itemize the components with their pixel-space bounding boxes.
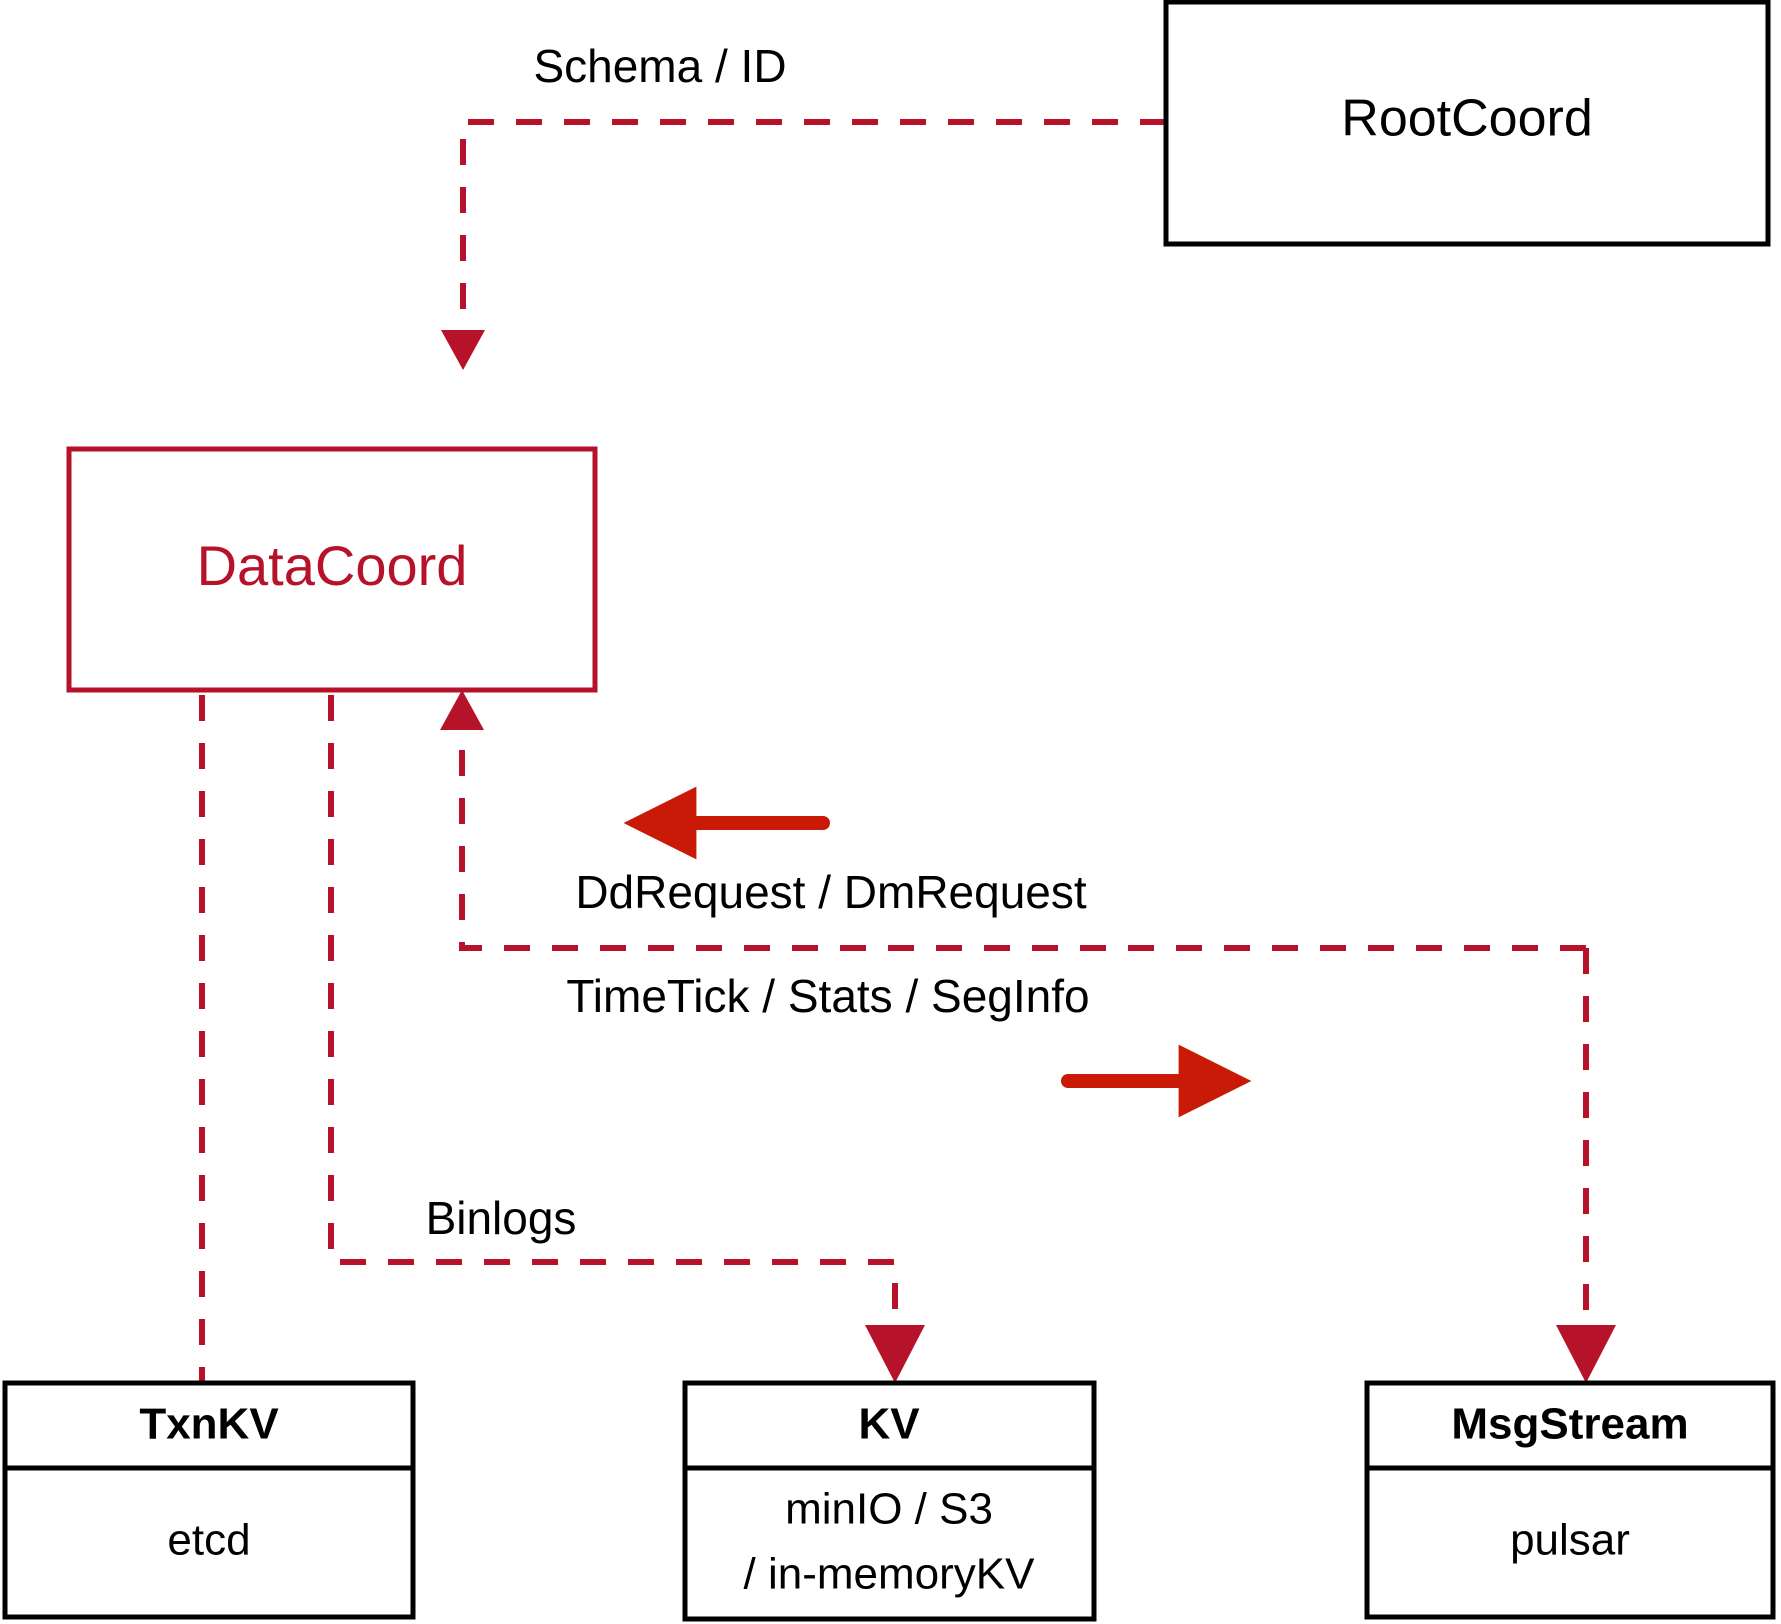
txnkv-body-line-1: etcd: [167, 1516, 250, 1565]
msgstream-datacoord-arrowhead-icon: [440, 690, 484, 730]
datacoord-kv-dashed-path: [328, 695, 898, 1355]
rootcoord-box[interactable]: [1163, 0, 1771, 247]
msgstream-body-line-1: pulsar: [1510, 1516, 1630, 1565]
node-txnkv[interactable]: TxnKV etcd: [2, 1380, 416, 1620]
edge-label-timetick-stats-seginfo: TimeTick / Stats / SegInfo: [566, 970, 1089, 1022]
msgstream-title: MsgStream: [1451, 1400, 1688, 1449]
edge-label-ddrequest-dmrequest: DdRequest / DmRequest: [575, 866, 1087, 918]
msgstream-box[interactable]: [1364, 1380, 1776, 1620]
node-datacoord[interactable]: DataCoord: [66, 446, 598, 693]
kv-title: KV: [858, 1400, 920, 1449]
kv-body-line-1: minIO / S3: [785, 1485, 993, 1534]
node-rootcoord[interactable]: RootCoord: [1163, 0, 1771, 247]
kv-body-line-2: / in-memoryKV: [744, 1550, 1036, 1599]
schema-id-dashed-path: [460, 119, 1166, 360]
schema-id-arrowhead-icon: [441, 330, 485, 370]
edge-label-binlogs: Binlogs: [426, 1192, 577, 1244]
kv-box[interactable]: [682, 1380, 1097, 1622]
edge-label-schema-id: Schema / ID: [533, 40, 786, 92]
node-msgstream[interactable]: MsgStream pulsar: [1364, 1380, 1776, 1620]
edge-msgstream-datacoord: [440, 690, 1616, 1383]
rootcoord-label: RootCoord: [1341, 90, 1592, 148]
datacoord-label: DataCoord: [197, 534, 468, 597]
edge-schema-id: [441, 119, 1166, 370]
msgstream-arrowhead-icon: [1556, 1325, 1616, 1383]
datacoord-box[interactable]: [66, 446, 598, 693]
txnkv-box[interactable]: [2, 1380, 416, 1620]
msgstream-datacoord-dashed-path: [459, 700, 1586, 951]
node-kv[interactable]: KV minIO / S3 / in-memoryKV: [682, 1380, 1097, 1622]
kv-arrowhead-icon: [865, 1325, 925, 1383]
txnkv-title: TxnKV: [139, 1400, 279, 1449]
edge-datacoord-kv: [328, 695, 925, 1383]
